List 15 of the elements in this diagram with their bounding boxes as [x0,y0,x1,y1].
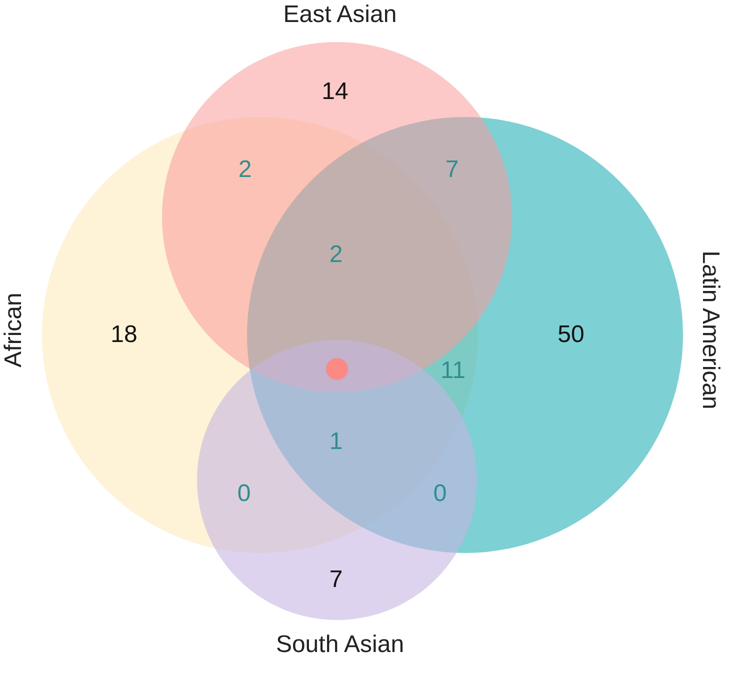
region-count: 7 [445,156,459,184]
region-count: 2 [329,241,343,269]
region-count: 18 [110,321,138,349]
region-count: 50 [558,321,584,349]
region-count: 0 [237,480,251,508]
region-count: 14 [322,78,348,106]
set-label: Latin American [696,250,724,410]
region-count: 1 [329,428,343,456]
region-count: 7 [329,566,343,594]
set-label: South Asian [276,631,404,659]
region-count: 2 [238,156,252,184]
set-label: East Asian [283,1,397,29]
region-count: 0 [433,480,447,508]
set-label: African [0,292,28,368]
region-count: 11 [440,357,466,385]
